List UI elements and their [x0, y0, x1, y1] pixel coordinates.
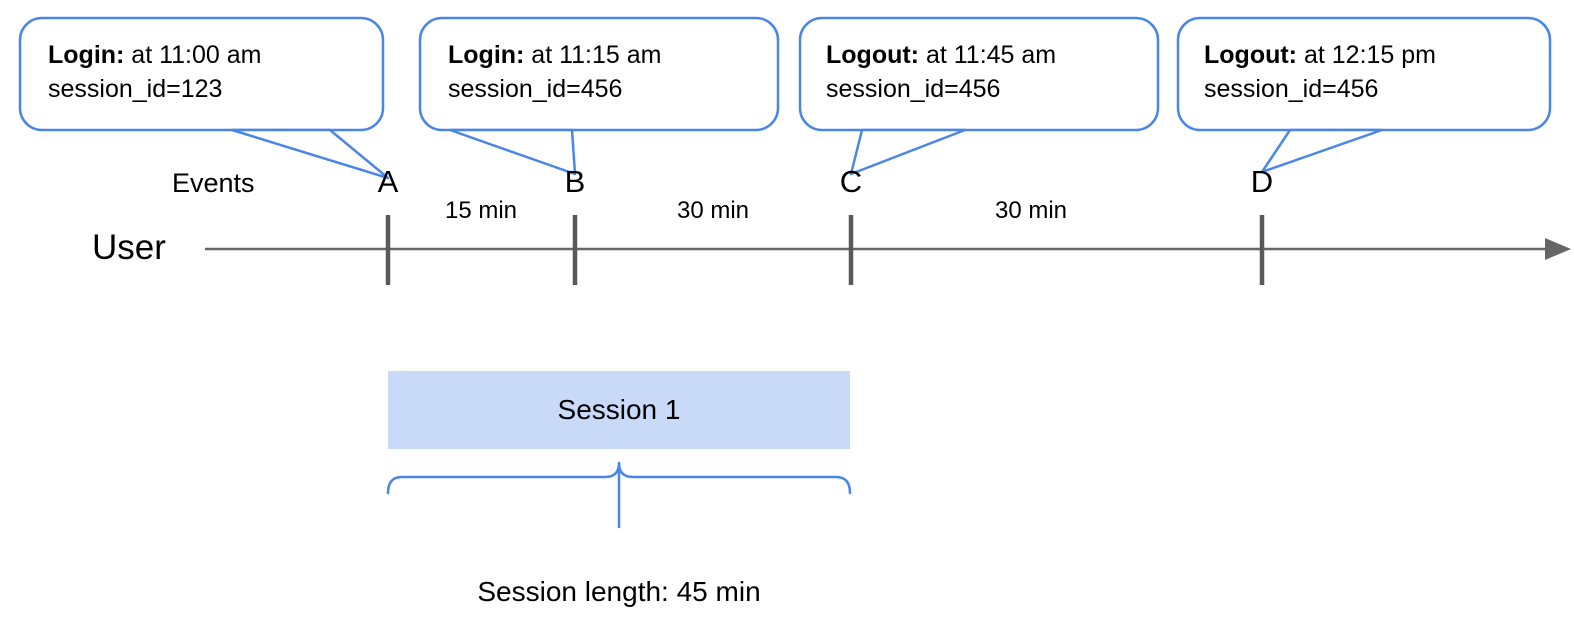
- callout-lead-b: Login:: [448, 41, 525, 69]
- callout-tail-a: [230, 128, 390, 180]
- tick-label-c: C: [839, 164, 863, 199]
- callout-line1-d: Logout: at 12:15 pm: [1204, 38, 1436, 72]
- callout-detail-b: at 11:15 am: [524, 41, 662, 69]
- callout-detail-d: at 12:15 pm: [1297, 41, 1436, 69]
- callout-lead-d: Logout:: [1204, 41, 1298, 69]
- callout-tail-c: [849, 128, 967, 176]
- callout-tail-b: [448, 128, 577, 176]
- user-row-label: User: [92, 228, 166, 267]
- tick-label-a: A: [377, 164, 399, 199]
- callout-detail-c: at 11:45 am: [919, 41, 1057, 69]
- callout-line1-b: Login: at 11:15 am: [448, 38, 661, 72]
- callout-text-d: Logout: at 12:15 pm session_id=456: [1204, 38, 1436, 106]
- interval-label-bc: 30 min: [676, 197, 750, 224]
- session-length-caption: Session length: 45 min: [477, 576, 761, 607]
- callout-text-a: Login: at 11:00 am session_id=123: [48, 38, 261, 106]
- tick-label-d: D: [1250, 164, 1274, 199]
- callout-text-c: Logout: at 11:45 am session_id=456: [826, 38, 1056, 106]
- callout-lead-a: Login:: [48, 41, 125, 69]
- session-bar-1: Session 1: [388, 371, 850, 449]
- callout-box-a: [18, 16, 385, 132]
- callout-line2-d: session_id=456: [1204, 75, 1379, 103]
- events-row-label: Events: [172, 168, 255, 198]
- session-bar-label: Session 1: [557, 394, 681, 425]
- interval-label-ab: 15 min: [444, 197, 518, 224]
- callout-lead-c: Logout:: [826, 41, 920, 69]
- callout-line1-c: Logout: at 11:45 am: [826, 38, 1056, 72]
- callout-box-b: [418, 16, 780, 132]
- callout-line2-c: session_id=456: [826, 75, 1001, 103]
- callout-box-c: [798, 16, 1160, 132]
- callout-line2-b: session_id=456: [448, 75, 623, 103]
- callout-line1-a: Login: at 11:00 am: [48, 38, 261, 72]
- callout-text-b: Login: at 11:15 am session_id=456: [448, 38, 661, 106]
- interval-label-cd: 30 min: [994, 197, 1068, 224]
- callout-tail-d: [1260, 128, 1384, 174]
- tick-label-b: B: [564, 164, 586, 199]
- callout-detail-a: at 11:00 am: [124, 41, 262, 69]
- callout-line2-a: session_id=123: [48, 75, 223, 103]
- timeline-arrowhead: [1545, 238, 1571, 260]
